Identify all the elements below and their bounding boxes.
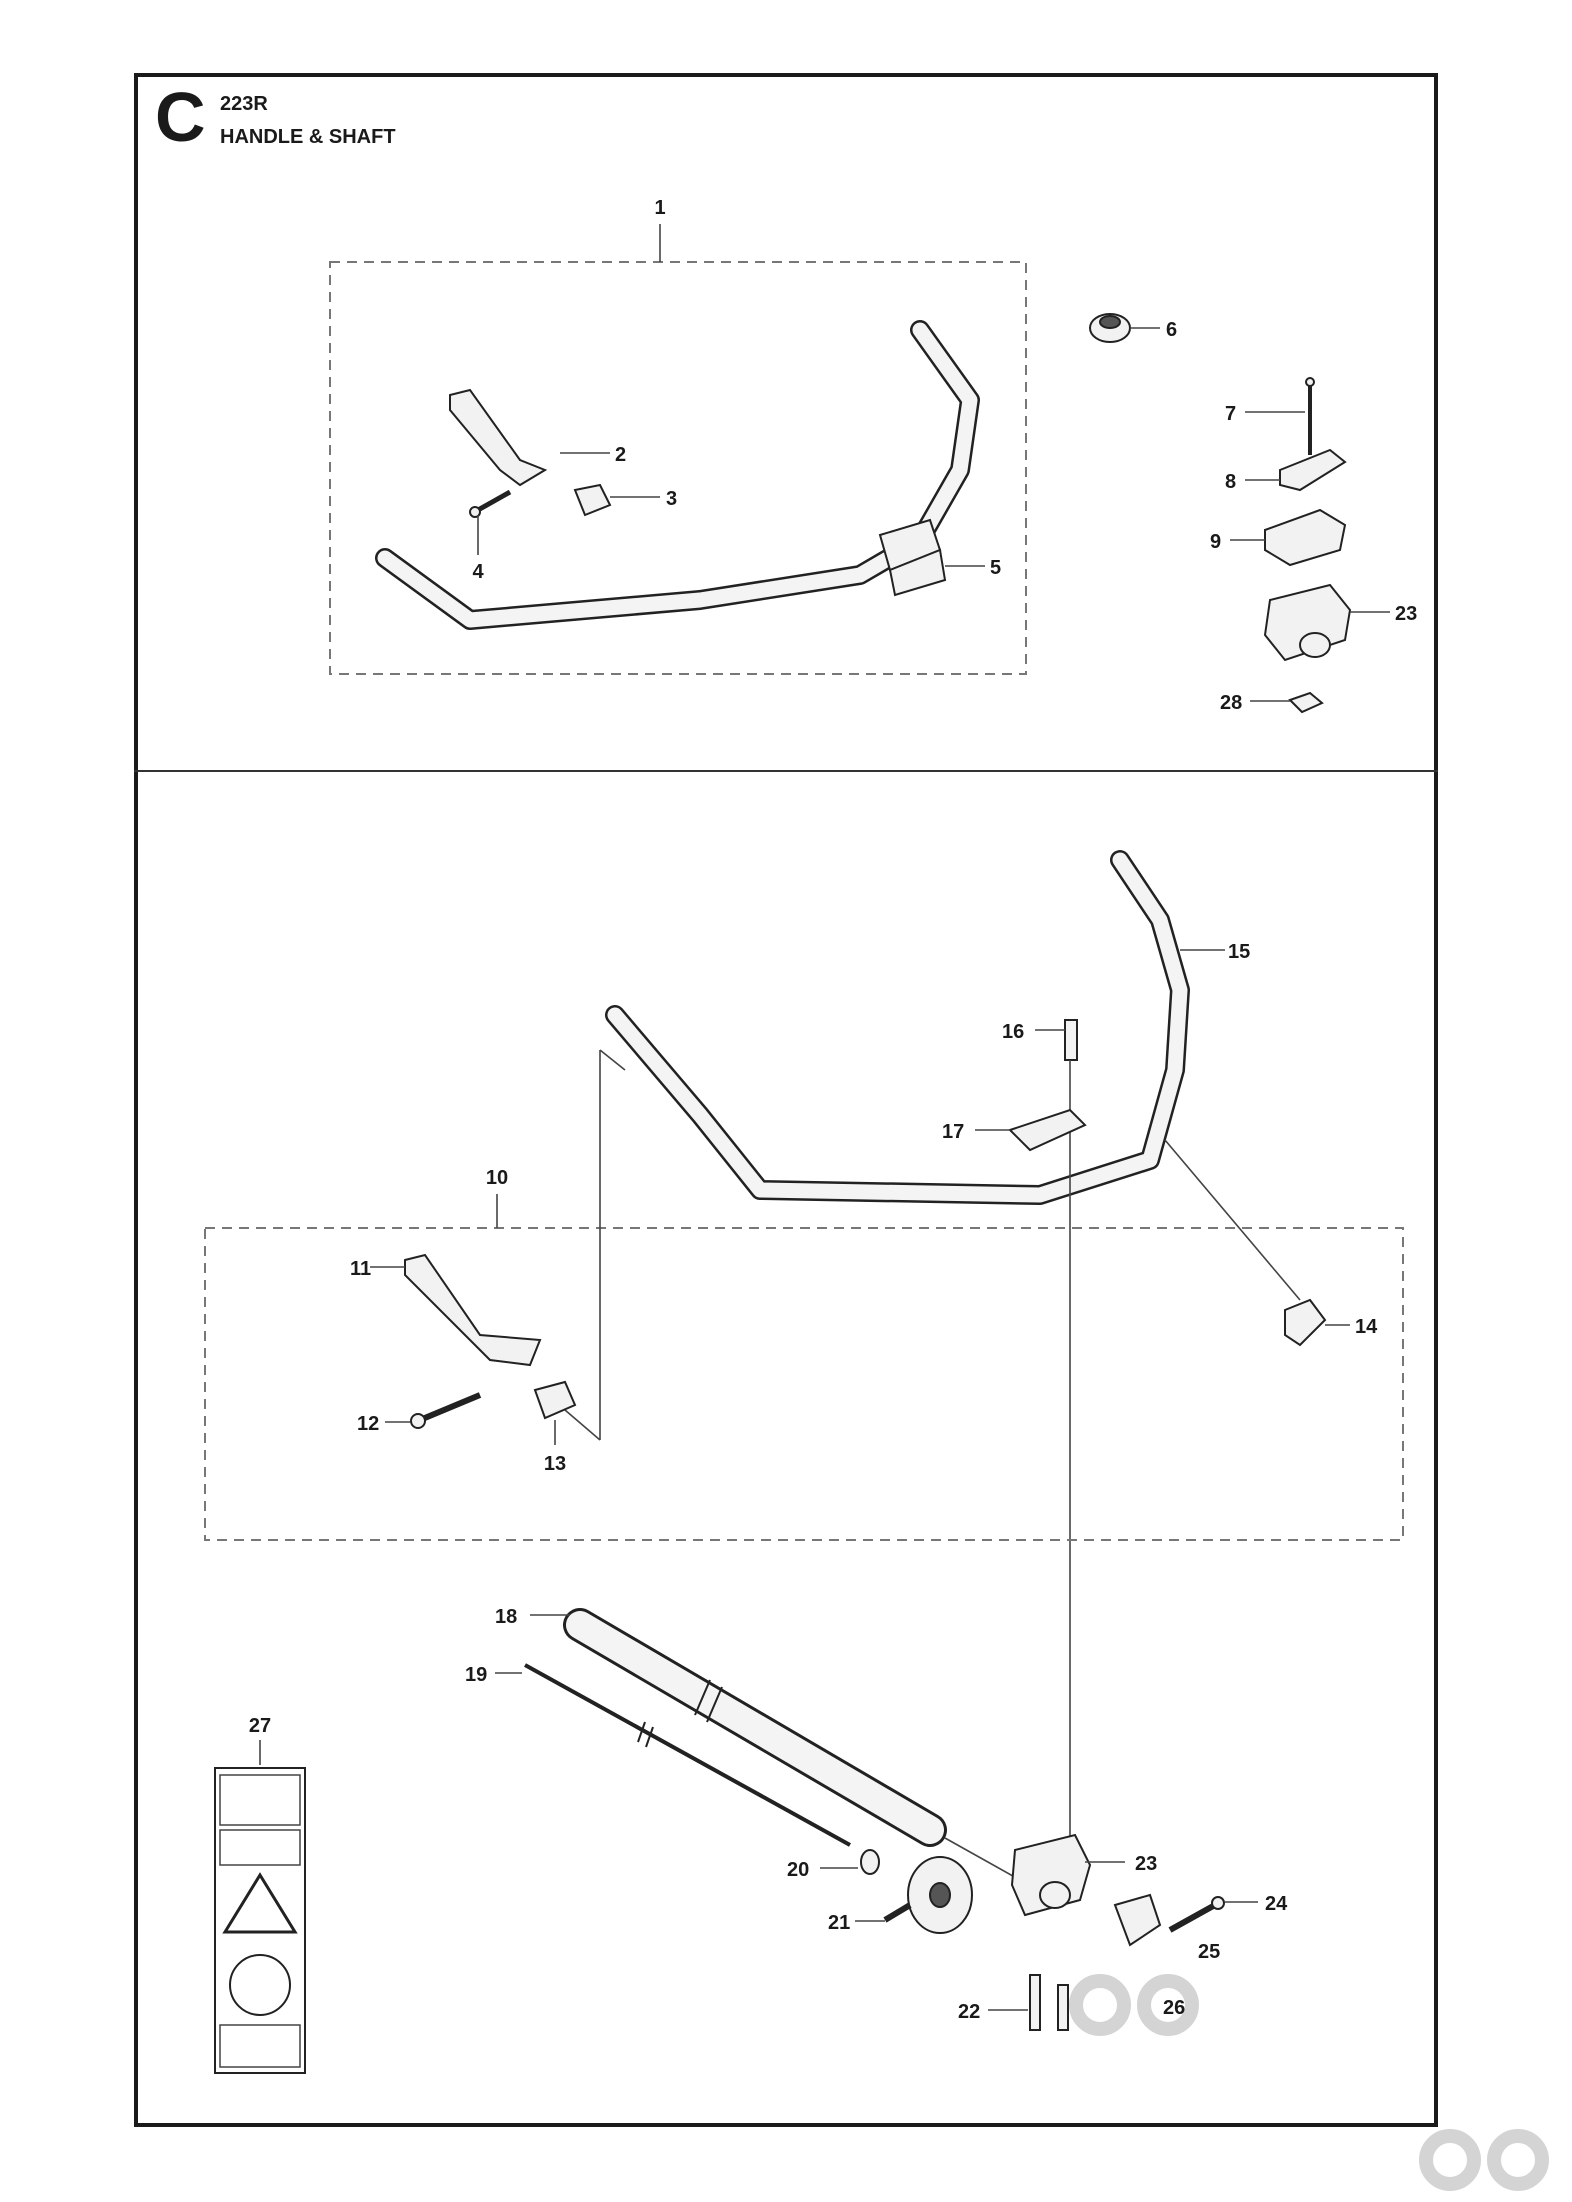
callout-3: 3 [666, 488, 677, 510]
callout-12: 12 [357, 1413, 379, 1435]
callout-7: 7 [1225, 403, 1236, 425]
callout-13: 13 [544, 1453, 566, 1475]
diagram-frame [134, 73, 1438, 2127]
watermark-logo [1069, 1974, 1549, 2191]
part-12-screw [410, 1392, 482, 1429]
callout-1: 1 [654, 197, 665, 219]
part-22-screws [1029, 1974, 1069, 2031]
part-11-guard [404, 1253, 542, 1367]
part-24-screw [1168, 1896, 1225, 1933]
part-28-nut [1288, 691, 1324, 714]
part-19-drive-shaft [524, 1663, 851, 1847]
callout-24: 24 [1265, 1893, 1288, 1915]
part-4-screw [469, 489, 512, 518]
kit-10-group-box [204, 1227, 1404, 1541]
page-title: HANDLE & SHAFT [220, 126, 396, 148]
part-14-knob [1284, 1298, 1327, 1347]
kit-1-group-box [329, 261, 1027, 675]
callout-20: 20 [787, 1859, 809, 1881]
callout-5: 5 [990, 557, 1001, 579]
part-23-shaft-clamp [1010, 1833, 1092, 1917]
callout-10: 10 [486, 1167, 508, 1189]
callout-23-bottom: 23 [1135, 1853, 1157, 1875]
part-2-guard [449, 388, 548, 487]
part-3-clip [573, 483, 612, 517]
part-7-bolt [1305, 377, 1315, 455]
part-9-cover [1264, 508, 1347, 567]
callout-6: 6 [1166, 319, 1177, 341]
part-16-screw [1064, 1019, 1078, 1061]
callout-23-top: 23 [1395, 603, 1417, 625]
section-divider [134, 770, 1438, 772]
part-6-knob [1089, 313, 1131, 343]
part-18-shaft-tube [563, 1608, 947, 1847]
part-15-loop-handle [605, 850, 1190, 1205]
callout-17: 17 [942, 1121, 964, 1143]
callout-8: 8 [1225, 471, 1236, 493]
part-21-clutch-drum [883, 1856, 973, 1934]
part-5-clamp [878, 518, 947, 597]
callout-4: 4 [472, 561, 484, 583]
callout-26: 26 [1163, 1997, 1185, 2019]
callout-15: 15 [1228, 941, 1250, 963]
callout-25: 25 [1198, 1941, 1220, 1963]
callout-11: 11 [350, 1258, 371, 1280]
part-13-clip [533, 1380, 577, 1420]
part-20-retaining-ring [860, 1849, 880, 1875]
callout-22: 22 [958, 2001, 980, 2023]
callout-28: 28 [1220, 692, 1242, 714]
callout-19: 19 [465, 1664, 487, 1686]
part-8-plate [1279, 448, 1347, 492]
part-17-clamp [1008, 1108, 1087, 1152]
callout-27: 27 [249, 1715, 271, 1737]
model-number: 223R [220, 93, 268, 115]
callout-14: 14 [1355, 1316, 1378, 1338]
part-23-clamp-top [1263, 583, 1352, 662]
callout-9: 9 [1210, 531, 1221, 553]
part-25-bracket [1113, 1893, 1162, 1947]
callout-16: 16 [1002, 1021, 1024, 1043]
part-27-decal-sheet [214, 1767, 306, 2074]
section-letter: C [155, 78, 206, 156]
callout-2: 2 [615, 444, 626, 466]
callout-18: 18 [495, 1606, 517, 1628]
callout-21: 21 [828, 1912, 850, 1934]
